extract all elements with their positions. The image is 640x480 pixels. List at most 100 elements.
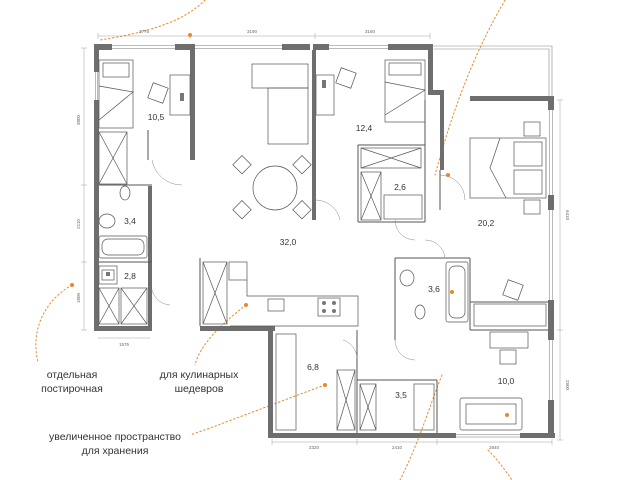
wardrobe-cross [360,147,422,169]
chair-icon [502,279,524,301]
caption-kitchen-line-1: для кулинарных [159,369,239,381]
door-swing [315,199,341,221]
washing-machine-icon [98,265,118,285]
caption-kitchen: для кулинарных шедевров [140,368,258,396]
washer-drum [101,269,115,281]
sink-icon [267,298,285,312]
sofa-icon [251,63,309,89]
wall-segment [94,100,99,330]
area-master-bedroom: 20,2 [478,218,495,228]
bathtub-icon [445,261,469,323]
caption-kitchen-line-2: шедевров [174,383,224,395]
wall-segment [282,44,310,50]
wall-segment [428,44,433,94]
nightstand-icon [523,199,541,215]
wall-segment [268,326,273,438]
callout-dot [505,413,509,417]
wardrobe-cross [359,383,377,431]
radiator [180,93,184,101]
door-swing [394,339,416,361]
wall-segment [175,44,195,50]
pillow-icon [513,141,543,167]
door-swing [342,339,358,359]
caption-laundry-line-1: отдельная [46,369,98,381]
wardrobe-icon [359,383,377,431]
wardrobe-icon [98,131,128,185]
balcony-outline [432,45,553,98]
chair-icon [232,155,252,175]
cabinet-cross [202,261,228,325]
burner-icon [322,301,326,305]
callout-dot [70,283,74,287]
kitchen-counter [230,280,359,327]
radiator [106,272,110,276]
bathtub-inner [448,265,466,319]
blanket-fold [384,81,426,116]
dim-left-2: 2110 [76,219,81,229]
callout-dot [450,290,454,294]
bathtub-inner [101,238,145,256]
wardrobe-icon [120,287,148,325]
wardrobe-icon [413,383,435,431]
wall-segment [312,50,316,220]
sofa-icon [267,87,309,145]
dim-top-1: 2775 [139,29,150,34]
burner-icon [332,301,336,305]
callout-laundry-curve [35,284,73,363]
area-study: 10,0 [498,376,515,386]
callout-dot [446,173,450,177]
callout-top-left-curve [99,0,206,41]
area-wc-lower: 2,8 [124,271,136,281]
pillow-icon [388,62,422,76]
wardrobe-cross [336,369,356,431]
chair-icon [147,82,169,104]
wall-segment [200,326,275,331]
toilet-icon [414,304,426,320]
wall-segment [548,98,554,110]
area-pantry: 6,8 [307,362,319,372]
pillow-icon [102,62,130,78]
caption-storage-line-2: для хранения [81,445,149,457]
burner-icon [332,309,336,313]
door-swing [151,159,183,186]
toilet-icon [119,185,131,201]
radiator [322,80,326,88]
desk-icon [473,303,547,327]
dim-right-2: 2900 [565,380,570,391]
callout-dot [323,383,327,387]
door-swing [424,239,446,259]
dim-left-3: 1800 [76,292,81,303]
bed-icon [384,59,426,123]
dining-table-icon [252,165,298,211]
wall-segment [94,44,99,72]
wall-segment [313,44,329,50]
door-swing [394,219,416,241]
sofa-icon [459,397,523,431]
wall-segment [548,195,554,210]
area-bath-upper: 3,4 [124,216,136,226]
dim-bottom-2: 2410 [392,445,403,450]
dim-left-1: 3800 [76,114,81,125]
bed-icon [98,59,134,129]
wall-segment [268,433,456,438]
desk-icon [489,331,529,349]
cooktop-icon [317,297,341,317]
wall-segment [94,44,112,50]
wall-segment [94,326,152,331]
wall-segment [440,90,444,170]
wardrobe-cross [98,287,120,325]
area-living: 32,0 [280,237,297,247]
dim-bottom-3: 2840 [489,445,500,450]
wall-segment [148,186,152,331]
wardrobe-cross [120,287,148,325]
dim-top-2: 3190 [247,29,258,34]
balcony-outline-inner [434,48,550,96]
shelf-icon [275,333,297,431]
sofa-cushion [465,403,517,425]
desk-icon [169,74,191,116]
area-closet-center: 2,6 [394,182,406,192]
area-bedroom-left: 10,5 [148,112,165,122]
wall-segment [470,96,554,101]
sink-icon [399,269,415,287]
